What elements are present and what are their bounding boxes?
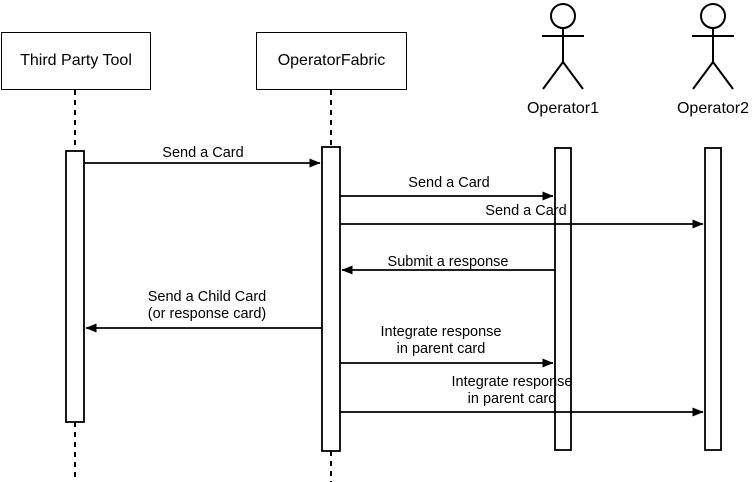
actor-head-icon — [550, 3, 576, 29]
message-label-integrate-response-operator1: Integrate response in parent card — [341, 324, 541, 358]
message-label-line-2: (or response card) — [147, 306, 267, 322]
actor-leg-left — [692, 61, 714, 90]
message-label-line-1: Send a Card — [485, 203, 567, 219]
actor-leg-left — [542, 61, 564, 90]
message-label-line-2: in parent card — [467, 391, 557, 407]
actor-leg-right — [562, 61, 584, 90]
message-label-line-1: Integrate response — [380, 324, 502, 340]
actor-label-operator2: Operator2 — [676, 100, 750, 117]
participant-box-third-party-tool[interactable]: Third Party Tool — [1, 32, 151, 90]
lifelines — [74, 90, 332, 482]
activation-bars — [65, 146, 722, 452]
message-arrows — [84, 158, 704, 417]
message-label-send-card-to-operator1: Send a Card — [349, 175, 549, 192]
message-label-line-1: Send a Card — [408, 175, 490, 191]
message-label-line-1: Send a Child Card — [147, 289, 267, 305]
message-label-line-1: Send a Card — [162, 145, 244, 161]
message-label-line-2: in parent card — [396, 341, 486, 357]
message-label-send-child-card: Send a Child Card (or response card) — [107, 289, 307, 323]
message-label-send-card-to-fabric: Send a Card — [103, 145, 303, 162]
message-label-line-1: Integrate response — [451, 374, 573, 390]
activation-bar-operator2 — [704, 147, 722, 451]
message-label-line-1: Submit a response — [387, 254, 509, 270]
participant-label-third-party-tool: Third Party Tool — [20, 52, 132, 69]
activation-bar-operator-fabric — [321, 146, 341, 452]
actor-label-operator1: Operator1 — [526, 100, 600, 117]
actor-leg-right — [712, 61, 734, 90]
actor-operator2-figure — [692, 3, 734, 90]
actor-head-icon — [700, 3, 726, 29]
actor-operator1-figure — [542, 3, 584, 90]
message-label-submit-response: Submit a response — [348, 254, 548, 271]
activation-bar-third-party-tool — [65, 150, 85, 423]
message-label-integrate-response-operator2: Integrate response in parent card — [412, 374, 612, 408]
message-label-send-card-to-operator2: Send a Card — [426, 203, 626, 220]
participant-label-operator-fabric: OperatorFabric — [277, 52, 386, 69]
participant-box-operator-fabric[interactable]: OperatorFabric — [256, 32, 407, 90]
